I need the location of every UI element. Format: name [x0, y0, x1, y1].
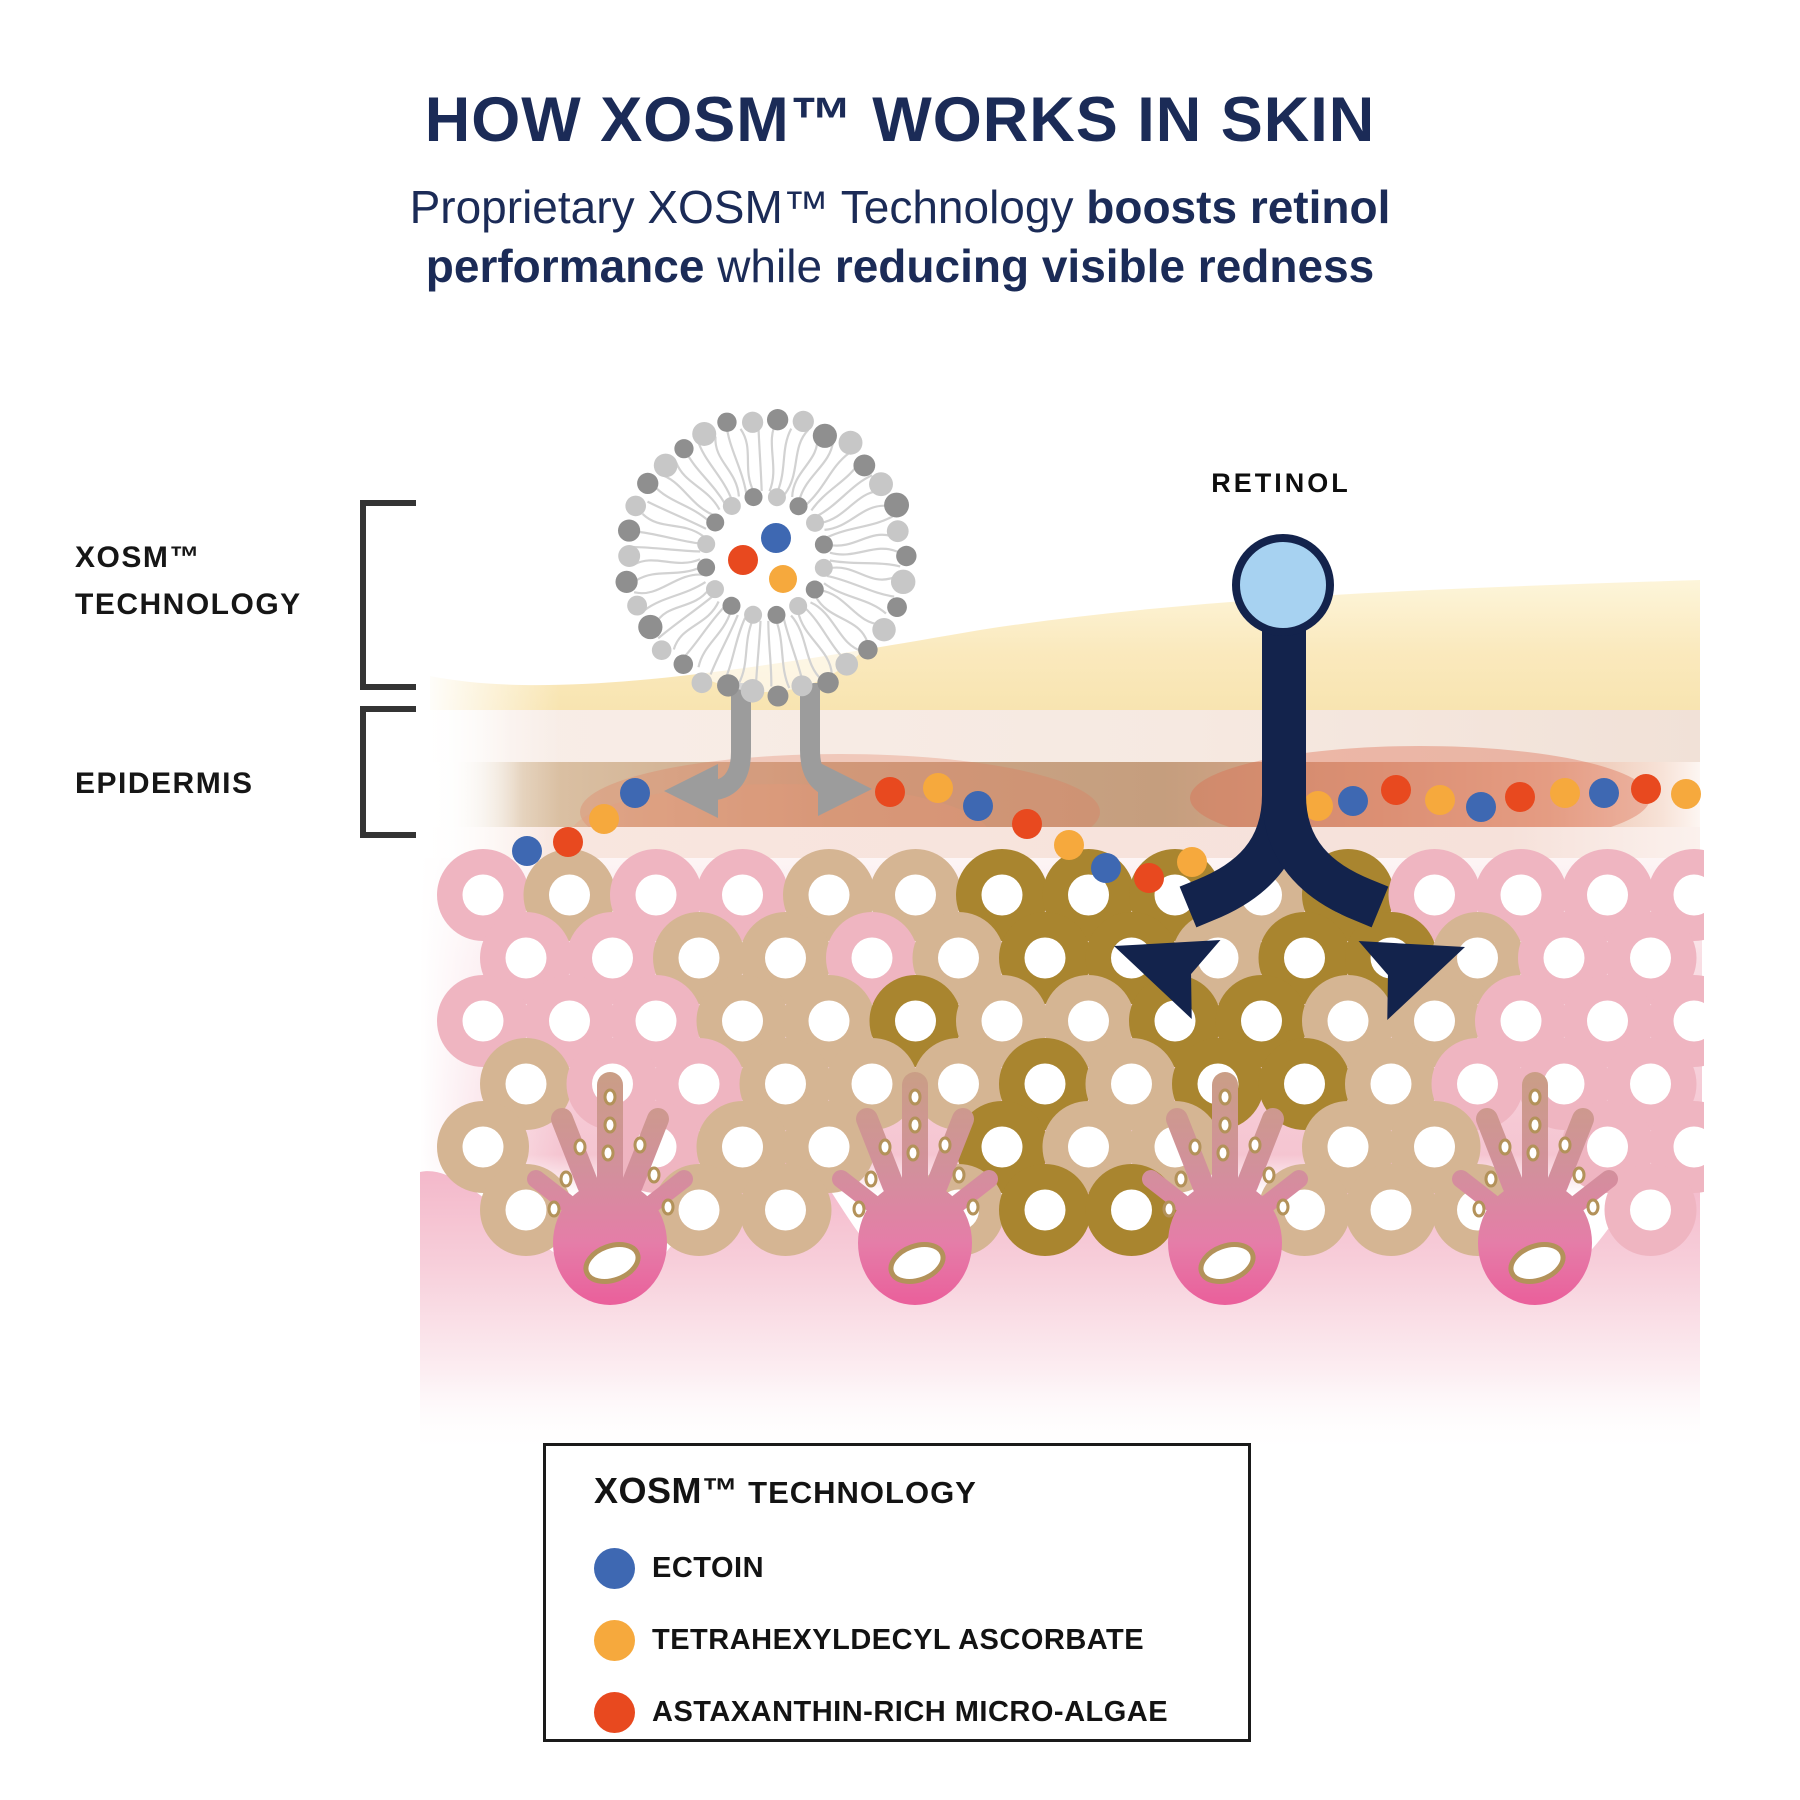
epidermis-label: EPIDERMIS: [75, 767, 254, 800]
micelle-release-arrows: [664, 683, 872, 818]
retinol-label: RETINOL: [1211, 468, 1351, 498]
astaxanthin-dot-icon: [594, 1691, 635, 1733]
retinol-molecule: [1232, 534, 1334, 636]
tetrahexyldecyl-dot-icon: [594, 1619, 635, 1661]
legend-item-tetrahexyldecyl-ascorbate: TETRAHEXYLDECYL ASCORBATE: [594, 1604, 1248, 1676]
legend-box: XOSM™ TECHNOLOGY ECTOIN TETRAHEXYLDECYL …: [543, 1443, 1251, 1742]
legend-item-ectoin: ECTOIN: [594, 1532, 1248, 1604]
subtitle-line-1: Proprietary XOSM™ Technology boosts reti…: [409, 181, 1391, 233]
subtitle-line-2: performance while reducing visible redne…: [425, 240, 1375, 292]
xosm-technology-label: XOSM™ TECHNOLOGY: [75, 541, 302, 621]
ingredient-dot-trails: [512, 773, 1701, 893]
xosm-bracket: [360, 500, 416, 690]
legend-items: ECTOIN TETRAHEXYLDECYL ASCORBATE ASTAXAN…: [594, 1532, 1248, 1748]
legend-item-astaxanthin: ASTAXANTHIN-RICH MICRO-ALGAE: [594, 1676, 1248, 1748]
epidermis-bracket: [360, 706, 416, 838]
epidermis-band-upper: [430, 710, 1700, 762]
ectoin-dot-icon: [594, 1547, 635, 1589]
stratum-corneum-band: [430, 580, 1700, 712]
xosm-micelle: [615, 409, 917, 707]
page-title: HOW XOSM™ WORKS IN SKIN: [424, 85, 1376, 155]
page-subtitle: Proprietary XOSM™ Technology boosts reti…: [0, 178, 1800, 296]
legend-title: XOSM™ TECHNOLOGY: [594, 1470, 977, 1511]
retinol-arrow: [1114, 628, 1465, 1020]
